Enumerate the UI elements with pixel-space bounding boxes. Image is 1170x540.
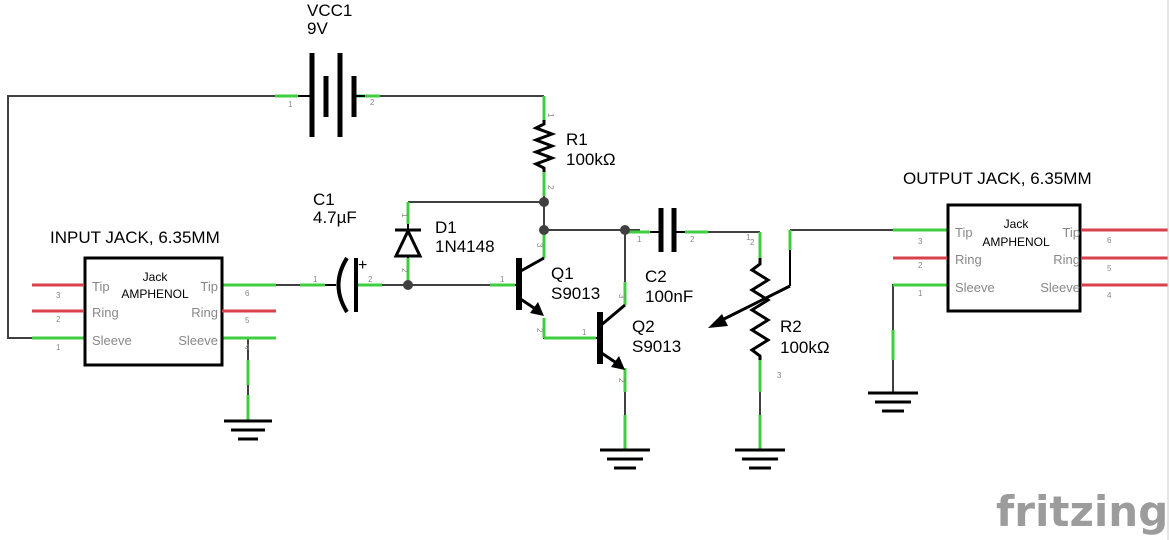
junction-dot bbox=[539, 197, 549, 207]
input-jack-right-label-tip: Tip bbox=[200, 279, 218, 294]
r2-pin2-label: 2 bbox=[750, 238, 755, 247]
c2-pin1-label: 1 bbox=[637, 235, 642, 244]
input-jack-maker: AMPHENOL bbox=[121, 287, 189, 301]
c2-value-label: 100nF bbox=[645, 287, 693, 306]
r2-ref-label: R2 bbox=[780, 317, 802, 336]
input-jack-name: Jack bbox=[143, 270, 169, 284]
q2-pin2-label: 2 bbox=[617, 378, 626, 383]
q2-pin1-label: 1 bbox=[582, 328, 587, 337]
c2-pin2-label: 2 bbox=[690, 235, 695, 244]
battery-pin1-label: 1 bbox=[288, 100, 293, 109]
output-jack-pin-num: 4 bbox=[1107, 291, 1112, 300]
capacitor-c1[interactable]: + C1 4.7µF 1 2 bbox=[313, 190, 373, 314]
battery-pin2-label: 2 bbox=[370, 98, 375, 107]
input-jack-pin-num: 1 bbox=[56, 343, 61, 352]
ground-symbol-r2 bbox=[735, 448, 785, 470]
q2-pin3-label: 3 bbox=[617, 294, 626, 299]
input-jack-right-label-sleeve: Sleeve bbox=[178, 333, 218, 348]
potentiometer-r2[interactable]: R2 100kΩ 1 2 3 bbox=[708, 233, 830, 380]
input-jack-pin-num: 4 bbox=[245, 343, 250, 352]
output-jack-pin-num: 3 bbox=[918, 237, 923, 246]
c1-pin2-label: 2 bbox=[368, 275, 373, 284]
resistor-r1[interactable]: R1 100kΩ 1 2 bbox=[531, 113, 616, 190]
junction-dot bbox=[620, 225, 630, 235]
transistor-q2[interactable]: Q2 S9013 1 2 3 bbox=[582, 294, 681, 383]
battery-value-label: 9V bbox=[307, 19, 328, 38]
q2-value-label: S9013 bbox=[632, 337, 681, 356]
wire-q1-to-q2 bbox=[543, 318, 578, 339]
input-jack-pin-num: 3 bbox=[56, 291, 61, 300]
r1-pin1-label: 1 bbox=[546, 113, 555, 118]
output-jack-maker: AMPHENOL bbox=[982, 235, 1050, 249]
d1-pin1-label: 1 bbox=[400, 213, 409, 218]
c1-polarity-mark: + bbox=[358, 257, 367, 274]
input-jack-pin-num: 5 bbox=[245, 316, 250, 325]
r2-pin3-label: 3 bbox=[777, 371, 782, 380]
c1-pin1-label: 1 bbox=[313, 275, 318, 284]
input-jack-left-label-tip: Tip bbox=[92, 279, 110, 294]
battery-ref-label: VCC1 bbox=[307, 1, 352, 20]
diode-d1[interactable]: D1 1N4148 1 2 bbox=[393, 213, 495, 273]
junction-dot bbox=[539, 225, 549, 235]
q1-value-label: S9013 bbox=[551, 284, 600, 303]
transistor-q1[interactable]: Q1 S9013 1 2 3 bbox=[500, 243, 600, 333]
output-jack-pin-num: 2 bbox=[918, 261, 923, 270]
input-jack-title: INPUT JACK, 6.35MM bbox=[50, 228, 220, 247]
output-jack-left-label-sleeve: Sleeve bbox=[955, 280, 995, 295]
output-jack-pin-num: 6 bbox=[1107, 236, 1112, 245]
output-jack-pin-num: 5 bbox=[1107, 264, 1112, 273]
d1-value-label: 1N4148 bbox=[435, 237, 495, 256]
input-jack-left-label-sleeve: Sleeve bbox=[92, 333, 132, 348]
input-jack[interactable]: INPUT JACK, 6.35MM Jack AMPHENOL Tip Rin… bbox=[32, 228, 276, 367]
q1-pin1-label: 1 bbox=[500, 275, 505, 284]
ground-symbol-q2 bbox=[600, 448, 650, 470]
output-jack[interactable]: OUTPUT JACK, 6.35MM Jack AMPHENOL Tip Ri… bbox=[893, 169, 1168, 313]
input-jack-body bbox=[83, 256, 224, 367]
output-jack-right-label-tip: Tip bbox=[1062, 225, 1080, 240]
q1-ref-label: Q1 bbox=[551, 264, 574, 283]
r2-value-label: 100kΩ bbox=[780, 338, 830, 357]
output-jack-right-label-sleeve: Sleeve bbox=[1040, 280, 1080, 295]
c1-ref-label: C1 bbox=[313, 190, 335, 209]
d1-ref-label: D1 bbox=[435, 218, 457, 237]
q1-pin2-label: 2 bbox=[535, 328, 544, 333]
output-jack-pin-num: 1 bbox=[918, 289, 923, 298]
output-jack-left-label-tip: Tip bbox=[955, 225, 973, 240]
output-jack-name: Jack bbox=[1004, 217, 1030, 231]
battery-vcc1[interactable]: VCC1 9V 1 2 bbox=[288, 1, 375, 137]
connection-highlights bbox=[32, 94, 947, 450]
q2-ref-label: Q2 bbox=[632, 317, 655, 336]
junction-dot bbox=[403, 280, 413, 290]
fritzing-logo: fritzing bbox=[996, 487, 1168, 536]
capacitor-c2[interactable]: C2 100nF 1 2 bbox=[637, 208, 695, 306]
q1-pin3-label: 3 bbox=[535, 243, 544, 248]
r2-pin1-label: 1 bbox=[746, 233, 751, 242]
output-jack-left-label-ring: Ring bbox=[955, 252, 982, 267]
output-jack-right-label-ring: Ring bbox=[1053, 252, 1080, 267]
r1-pin2-label: 2 bbox=[546, 185, 555, 190]
r1-ref-label: R1 bbox=[566, 130, 588, 149]
input-jack-right-label-ring: Ring bbox=[191, 305, 218, 320]
c1-value-label: 4.7µF bbox=[313, 208, 357, 227]
junctions bbox=[403, 197, 630, 290]
ground-symbol-input bbox=[224, 419, 272, 441]
ground-symbol-output bbox=[868, 391, 918, 413]
r1-value-label: 100kΩ bbox=[566, 150, 616, 169]
d1-pin2-label: 2 bbox=[400, 268, 409, 273]
input-jack-pin-num: 2 bbox=[56, 315, 61, 324]
c2-ref-label: C2 bbox=[645, 267, 667, 286]
input-jack-left-label-ring: Ring bbox=[92, 305, 119, 320]
output-jack-body bbox=[946, 203, 1082, 313]
input-jack-pin-num: 6 bbox=[245, 289, 250, 298]
output-jack-title: OUTPUT JACK, 6.35MM bbox=[903, 169, 1092, 188]
wire-battery-to-input-sleeve bbox=[7, 95, 275, 339]
